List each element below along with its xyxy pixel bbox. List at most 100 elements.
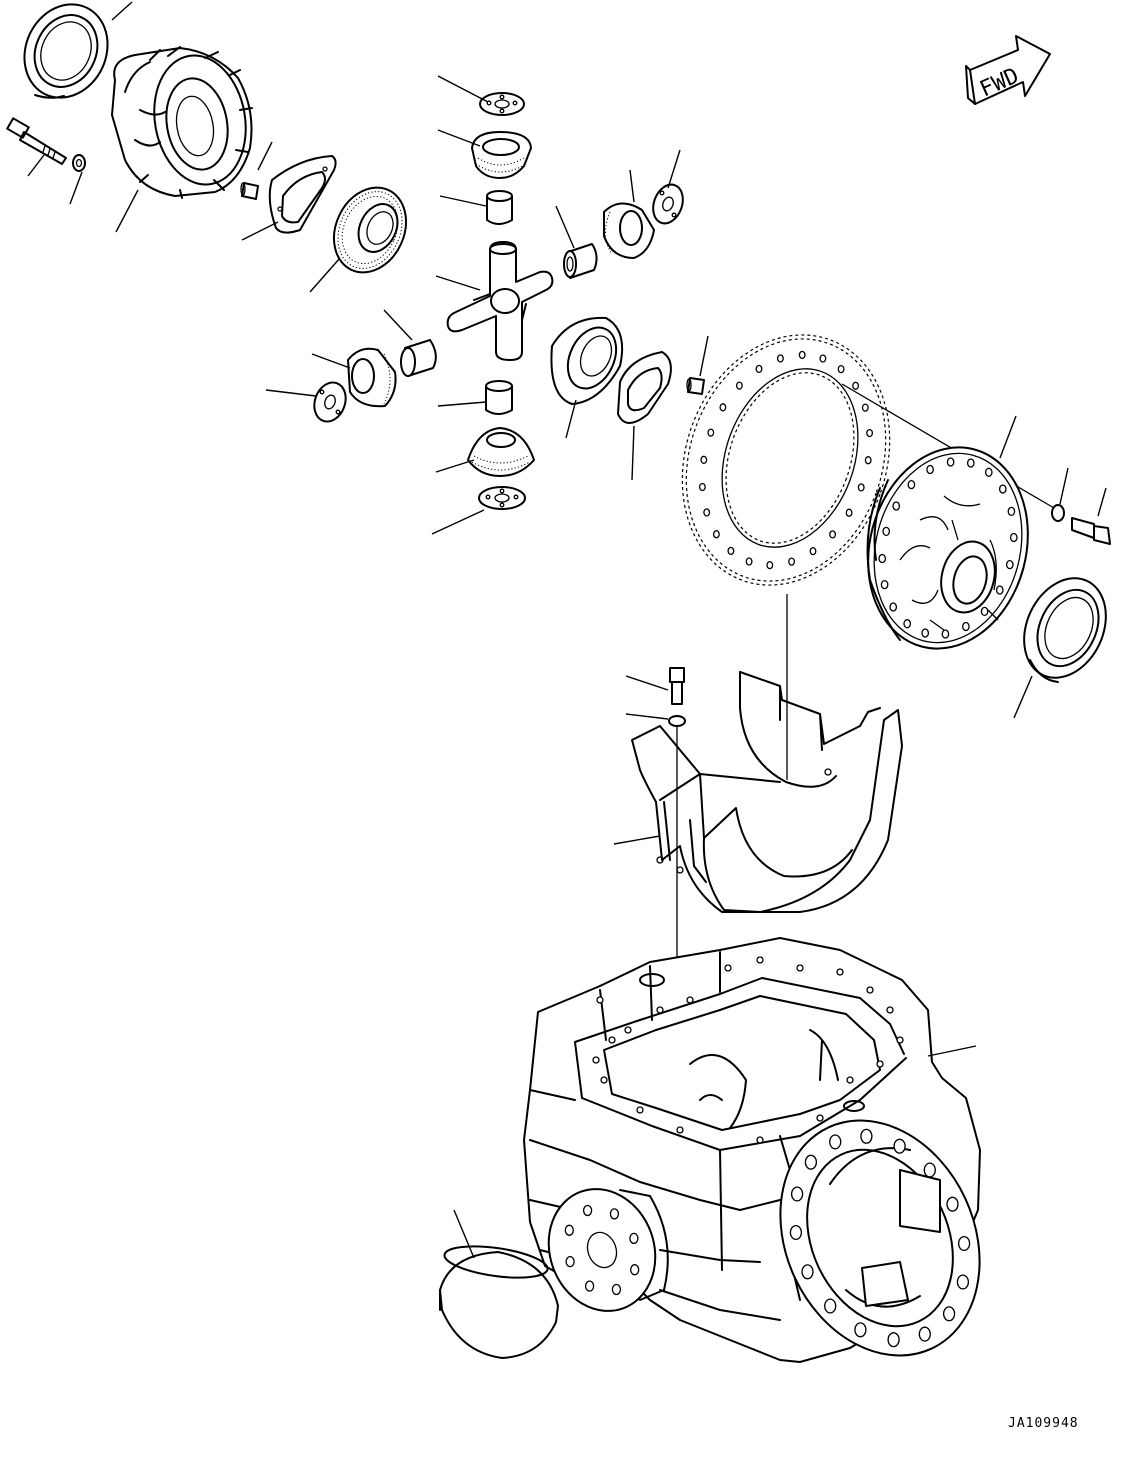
housing-rim-hole [597,997,603,1003]
flange-bolt-hole [888,1333,899,1347]
ring-gear-bolt-hole [799,351,805,358]
case-bolt-hole [968,459,974,467]
ring-gear-bolt-hole [737,382,743,389]
case-bolt-hole [942,630,948,638]
case-bolt-hole [1008,507,1014,515]
pinion-gear-top [472,132,531,178]
boss-bolt-hole [630,1233,638,1243]
boss-bolt-hole [610,1209,618,1219]
side-gear-upper [321,176,420,284]
case-bolt-hole [881,581,887,589]
housing-rim-hole [757,1137,763,1143]
forward-arrow-icon: FWD [966,36,1050,104]
ring-gear-bolt-hole [830,531,836,538]
flange-bolt-hole [805,1155,816,1169]
bushing-top [487,191,512,224]
housing-rim-hole [687,997,693,1003]
case-bolt-hole [904,620,910,628]
side-gear-lower [551,318,625,404]
housing-rim-hole [867,987,873,993]
housing-rim-hole [887,1007,893,1013]
housing-rim-hole [725,965,731,971]
housing-rim-hole [797,965,803,971]
case-bolt-hole [1000,485,1006,493]
bolt-guard [670,668,684,704]
housing-rim-hole [877,1061,883,1067]
dowel-pin-upper [241,183,258,199]
ring-gear-bolt-hole [720,404,726,411]
boss-bolt-hole [612,1285,620,1295]
bearing-sleeve [440,1241,558,1358]
bushing-left [401,340,436,376]
housing-rim-hole [677,1127,683,1133]
housing-rim-hole [625,1027,631,1033]
flange-bolt-hole [959,1237,970,1251]
differential-case-right [846,429,1049,666]
housing-rim-hole [657,1007,663,1013]
flange-bolt-hole [924,1163,935,1177]
ring-gear-bolt-hole [867,430,873,437]
ring-gear-bolt-hole [789,558,795,565]
boss-bolt-hole [566,1257,574,1267]
drawing-number: JA109948 [1008,1416,1079,1431]
dowel-pin-lower [687,378,704,394]
case-bolt-hole [981,607,987,615]
housing-rim-hole [817,1115,823,1121]
differential-case-left [112,47,256,198]
case-bolt-hole [922,629,928,637]
flange-bolt-hole [947,1197,958,1211]
washer-top-left [73,155,85,171]
fwd-label: FWD [976,63,1022,102]
ring-gear-bolt-hole [708,429,714,436]
flange-bolt-hole [830,1135,841,1149]
boss-bolt-hole [584,1206,592,1216]
bolt-right [1072,518,1110,544]
housing-rim-hole [601,1077,607,1083]
housing-rim-hole [637,1107,643,1113]
ring-gear-bolt-hole [846,509,852,516]
flange-bolt-hole [825,1299,836,1313]
ring-gear-bolt-hole [858,484,864,491]
thrust-washer-lower [618,352,671,423]
boss-bolt-hole [586,1281,594,1291]
pinion-washer-left [309,378,351,426]
case-bolt-hole [879,555,885,563]
ring-gear-bolt-hole [863,404,869,411]
case-bolt-hole [997,586,1003,594]
housing-rim-hole [837,969,843,975]
housing-rim-hole [847,1077,853,1083]
flange-bolt-hole [957,1275,968,1289]
ring-gear-bolt-hole [700,484,706,491]
flange-bolt-hole [861,1129,872,1143]
ring-gear-bolt-hole [701,456,707,463]
ring-gear-bolt-hole [728,547,734,554]
oil-guard-plate [632,672,902,912]
boss-bolt-hole [565,1225,573,1235]
ring-gear-bolt-hole [838,366,844,373]
case-bolt-hole [1011,534,1017,542]
flange-bolt-hole [894,1139,905,1153]
ring-gear-bolt-hole [820,355,826,362]
ring-gear-bolt-hole [767,562,773,569]
case-bolt-hole [963,623,969,631]
case-bolt-hole [927,466,933,474]
flange-bolt-hole [790,1226,801,1240]
housing-rim-hole [593,1057,599,1063]
case-bolt-hole [908,481,914,489]
pinion-gear-bottom [468,428,534,476]
bearing-left [9,0,122,111]
ring-gear-bolt-hole [778,355,784,362]
ring-gear-bolt-hole [746,558,752,565]
flange-bolt-hole [944,1307,955,1321]
housing-rim-hole [609,1037,615,1043]
case-bolt-hole [986,468,992,476]
pinion-washer-bottom [479,487,525,509]
housing-rim-hole [757,957,763,963]
bushing-bottom [486,381,512,414]
flange-bolt-hole [792,1187,803,1201]
case-bolt-hole [890,603,896,611]
flange-bolt-hole [855,1323,866,1337]
pinion-washer-right [648,180,688,227]
housing-rim-hole [897,1037,903,1043]
